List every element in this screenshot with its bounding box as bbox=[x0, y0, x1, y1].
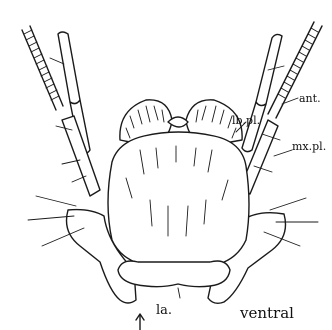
left-antenna bbox=[22, 26, 63, 110]
head-capsule bbox=[108, 132, 249, 266]
label-maxillary-palp: mx.pl. bbox=[292, 140, 326, 153]
left-maxillary-palp bbox=[50, 32, 100, 196]
label-view: ventral bbox=[239, 304, 294, 322]
label-antenna: ant. bbox=[299, 92, 321, 105]
label-labial-palp: lb.pl. bbox=[232, 114, 260, 127]
arrow-up-icon bbox=[136, 314, 144, 330]
labium bbox=[118, 261, 230, 287]
label-labium: la. bbox=[156, 303, 172, 318]
